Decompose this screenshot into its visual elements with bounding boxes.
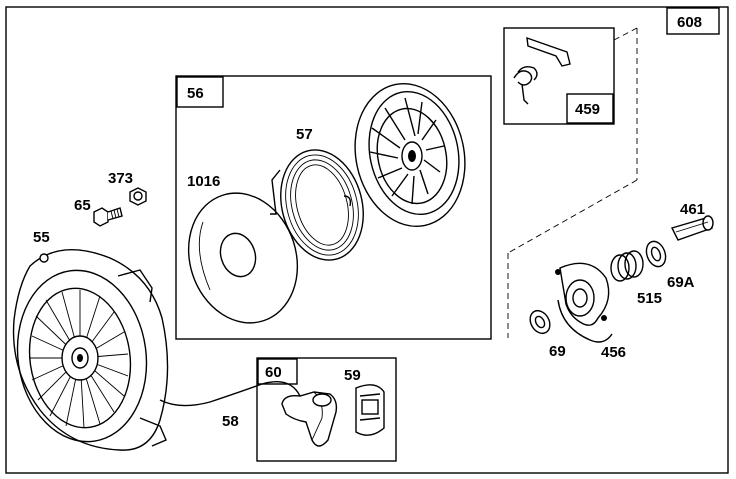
pawl-kit-label-box [566, 93, 614, 124]
washer-69a [645, 240, 667, 268]
label-59: 59 [344, 367, 361, 384]
spring-515 [610, 250, 644, 282]
pawl-kit-box [503, 27, 615, 125]
assembly-number-box [666, 7, 720, 35]
label-69a: 69A [667, 274, 695, 291]
dashed-connectors [507, 27, 638, 338]
bolt-65 [93, 207, 123, 227]
label-56: 56 [187, 85, 204, 102]
label-65: 65 [74, 197, 91, 214]
pulley-kit-group: 56 1016 57 [175, 75, 492, 340]
label-461: 461 [680, 201, 705, 218]
handle-insert-59 [355, 384, 385, 436]
handle-kit-label-box [257, 358, 298, 385]
retainer-456 [555, 262, 613, 343]
washer-1016 [187, 192, 299, 324]
label-1016: 1016 [187, 173, 220, 190]
label-373: 373 [108, 170, 133, 187]
pulley-kit-label-box [176, 76, 224, 108]
handle-kit-group: 60 59 [256, 357, 397, 462]
washer-69 [529, 309, 551, 335]
label-608: 608 [677, 14, 702, 31]
label-459: 459 [575, 101, 600, 118]
label-456: 456 [601, 344, 626, 361]
label-57: 57 [296, 126, 313, 143]
pin-461 [670, 215, 714, 241]
nut-373 [129, 187, 147, 206]
label-60: 60 [265, 364, 282, 381]
label-515: 515 [637, 290, 662, 307]
label-69: 69 [549, 343, 566, 360]
spring-57 [270, 149, 364, 261]
pulley-kit-box [175, 75, 492, 340]
pulley [354, 82, 466, 228]
handle [281, 391, 338, 447]
handle-kit-box [256, 357, 397, 462]
label-55: 55 [33, 229, 50, 246]
label-58: 58 [222, 413, 239, 430]
pawl-kit-group: 459 [503, 27, 615, 125]
rope-58 [159, 381, 301, 407]
housing-55 [12, 248, 169, 451]
outer-frame [5, 6, 729, 474]
